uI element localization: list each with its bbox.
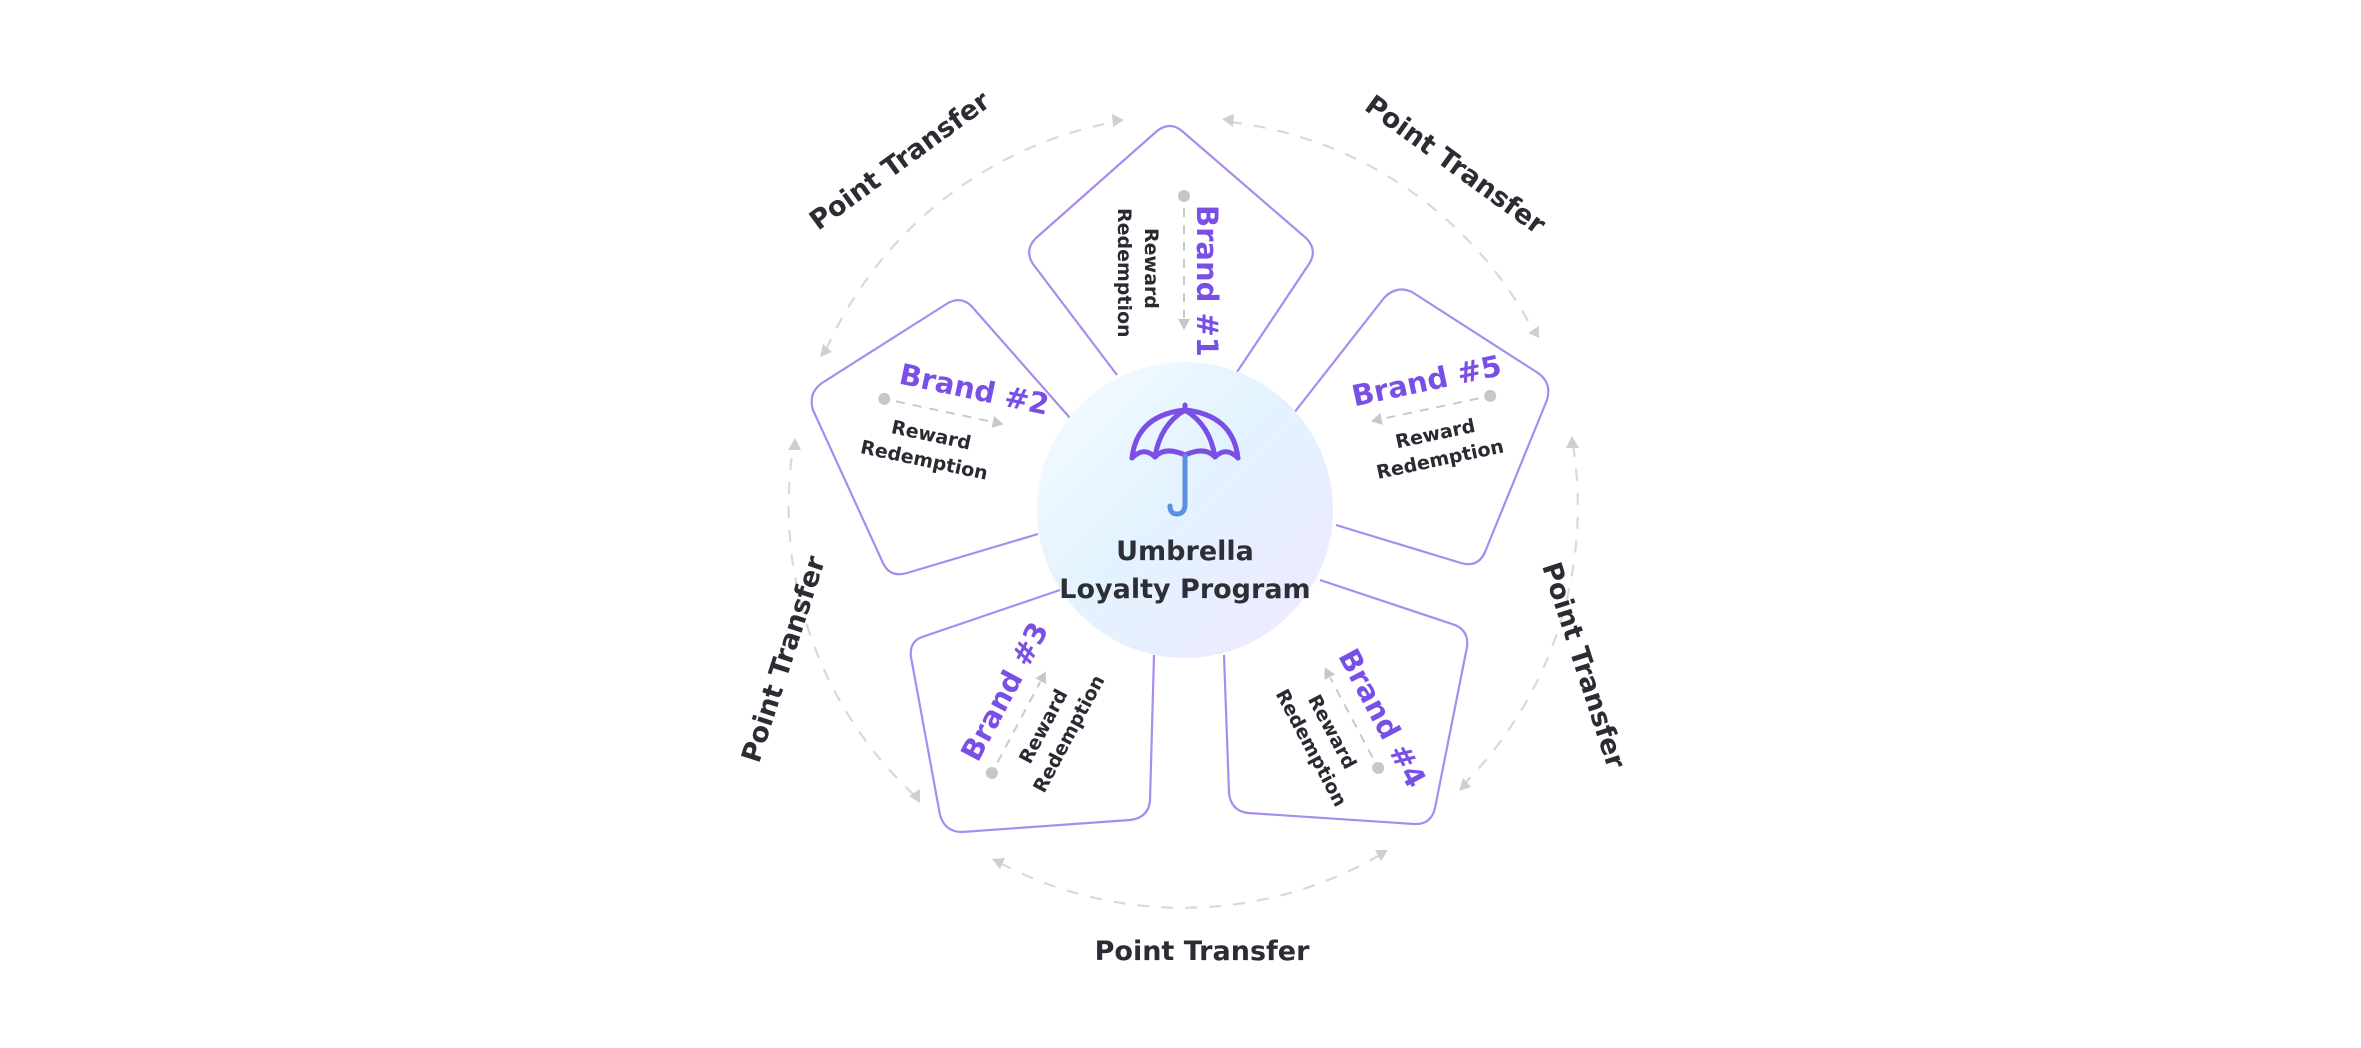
arrow-head-icon bbox=[820, 344, 832, 357]
arrow-head-icon bbox=[1324, 667, 1336, 680]
brand-3-card[interactable] bbox=[909, 588, 1156, 834]
dot-marker bbox=[1484, 389, 1497, 402]
center-title-line2: Loyalty Program bbox=[1059, 574, 1310, 605]
arrow-head-icon bbox=[1528, 326, 1539, 338]
orbit-arc-1-5 bbox=[1229, 120, 1534, 331]
dot-marker bbox=[878, 392, 891, 405]
arrow-head-icon bbox=[1566, 436, 1579, 448]
brand-petals bbox=[810, 124, 1550, 834]
dot-marker bbox=[1178, 190, 1190, 202]
umbrella-icon bbox=[1129, 402, 1241, 517]
point-transfer-label-top-right: Point Transfer bbox=[1359, 89, 1552, 241]
arrow-head-icon bbox=[1459, 778, 1471, 791]
arrow-head-icon bbox=[1375, 850, 1388, 861]
center-title-line1: Umbrella bbox=[1116, 536, 1254, 567]
dot-marker bbox=[1372, 761, 1385, 774]
arrow-head-icon bbox=[1035, 671, 1046, 684]
brand-4-card[interactable] bbox=[1222, 578, 1469, 826]
arrow-head-icon bbox=[991, 416, 1004, 428]
brand-1-reward-line2: Redemption bbox=[1113, 208, 1135, 338]
point-transfer-label-bottom: Point Transfer bbox=[1095, 936, 1310, 967]
brand-1-card[interactable] bbox=[1028, 124, 1314, 376]
dot-marker bbox=[985, 766, 998, 779]
redemption-dashed-line bbox=[996, 681, 1042, 763]
umbrella-program-hub: Umbrella Loyalty Program bbox=[1037, 362, 1333, 658]
point-transfer-label-left: Point Transfer bbox=[736, 552, 832, 766]
arrow-head-icon bbox=[909, 789, 920, 803]
brand-1-content: Brand #1 Reward Redemption bbox=[1113, 190, 1224, 357]
brand-1-reward-line1: Reward bbox=[1140, 228, 1162, 309]
point-transfer-orbit bbox=[787, 114, 1579, 909]
brand-5-card[interactable] bbox=[1289, 288, 1550, 566]
brand-1-label: Brand #1 bbox=[1190, 205, 1224, 357]
arrow-head-icon bbox=[1222, 114, 1234, 127]
point-transfer-label-top-left: Point Transfer bbox=[804, 85, 997, 237]
arrow-head-icon bbox=[1112, 114, 1124, 127]
arrow-head-icon bbox=[788, 438, 801, 450]
arrow-head-icon bbox=[992, 858, 1005, 869]
orbit-arc-1-2 bbox=[824, 120, 1116, 351]
arrow-head-icon bbox=[1370, 413, 1383, 425]
redemption-dashed-line bbox=[1329, 677, 1374, 758]
orbit-arc-3-2 bbox=[787, 447, 915, 796]
arrow-head-icon bbox=[1178, 319, 1190, 330]
orbit-arc-4-3 bbox=[999, 854, 1381, 909]
brand-2-card[interactable] bbox=[810, 298, 1071, 576]
point-transfer-label-right: Point Transfer bbox=[1535, 558, 1631, 772]
orbit-arc-5-4 bbox=[1465, 444, 1579, 783]
